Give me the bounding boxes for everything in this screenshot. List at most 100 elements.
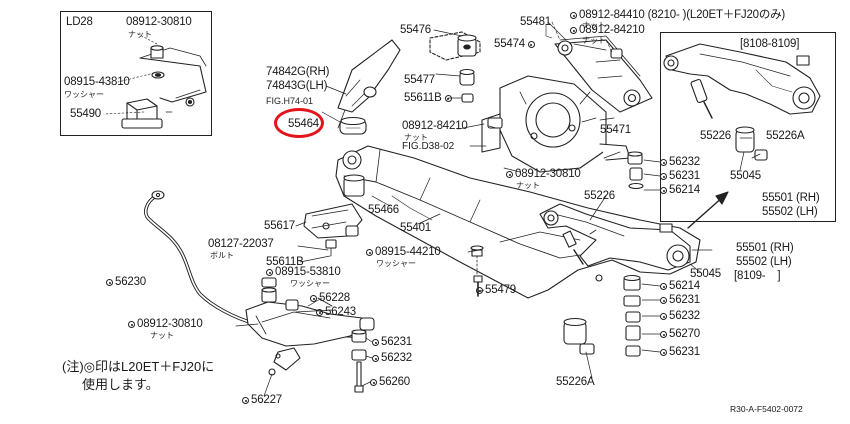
inset-part-55045: 55045 [730,170,761,182]
part-55501-main: 55501 (RH) [736,242,794,254]
crossmember-drawing [335,145,701,299]
marked-ring-icon [660,187,667,194]
marked-ring-icon [660,159,667,166]
ld28-inset-drawing [103,33,207,129]
marked-ring-icon [476,287,483,294]
part-56231-upper: 56231 [660,170,700,183]
part-08912-84210-lower: 08912-84210 [402,120,468,132]
arrow-head [715,191,729,205]
mount-stacks-drawing [351,151,644,393]
part-08127-22037-word: ボルト [210,251,234,260]
inset-part-55226: 55226 [700,130,731,142]
part-08912-84210-upper-word: ナット [582,36,606,45]
stabilizer-bar-drawing [144,190,375,376]
part-55502-main: 55502 (LH) [736,256,792,268]
part-56228: 56228 [310,292,350,305]
part-56260: 56260 [370,376,410,389]
marked-ring-icon [527,41,535,48]
reference-code: R30-A-F5402-0072 [730,404,803,414]
part-08915-53810: 08915-53810 [266,266,341,279]
part-74842g: 74842G(RH) [266,66,330,78]
inset-part-55502: 55502 (LH) [762,206,818,218]
part-56214-lower: 56214 [660,280,700,293]
part-08915-44210: 08915-44210 [366,246,441,259]
part-56231-lower-a: 56231 [660,294,700,307]
fig-h74-01: FIG.H74-01 [266,96,314,106]
inset-part-55226a: 55226A [766,130,805,142]
marked-ring-icon [660,313,667,320]
part-56227: 56227 [242,394,282,407]
part-08915-53810-word: ワッシャー [290,279,330,288]
marked-ring-icon [266,269,273,276]
ld28-mount-number: 55490 [70,108,101,120]
arrow-to-inset [687,195,725,229]
part-56232-center: 56232 [372,352,412,365]
marked-ring-icon [316,309,323,316]
marked-ring-icon [506,171,513,178]
marked-ring-icon [444,95,452,102]
ld28-inset-title: LD28 [66,16,93,28]
marked-ring-icon [660,331,667,338]
marked-ring-icon [128,321,135,328]
bracket-55617-drawing [303,203,363,257]
marked-ring-icon [106,279,113,286]
inset-8108-frame [660,32,836,222]
marked-ring-icon [660,297,667,304]
leader-lines [235,21,761,397]
ld28-nut-number: 08912-30810 [126,16,192,28]
part-55477: 55477 [404,74,435,86]
marked-ring-icon [660,173,667,180]
marked-ring-icon [570,27,577,34]
part-08912-30810-lower-word: ナット [150,331,174,340]
part-55226: 55226 [584,190,615,202]
marked-ring-icon [660,283,667,290]
inset-arm-drawing [663,43,821,161]
marked-ring-icon [372,355,379,362]
ld28-washer-word: ワッシャー [64,90,104,99]
footnote-line-2: 使用します。 [82,377,159,392]
ld28-inset-frame [60,11,212,136]
part-55045-main: 55045 [690,268,721,280]
part-56243: 56243 [316,306,356,319]
footnote-line-1: (注)◎印はL20ET＋FJ20に [62,359,215,374]
marked-ring-icon [242,397,249,404]
part-55401: 55401 [400,222,431,234]
part-56230: 56230 [106,276,146,289]
part-55466: 55466 [368,204,399,216]
highlight-circle-55464 [274,108,324,138]
part-08127-22037: 08127-22037 [208,238,274,250]
part-55226a-main: 55226A [556,376,595,388]
part-55611b-lower: 55611B [266,256,304,268]
part-56232-upper: 56232 [660,156,700,169]
part-08912-30810-mid-word: ナット [516,181,540,190]
marked-ring-icon [570,12,577,19]
part-55476: 55476 [400,24,431,36]
inset-part-55501: 55501 (RH) [762,192,820,204]
ld28-nut-word: ナット [128,30,152,39]
lower-arm-drawing [539,203,691,271]
part-08912-84410-word: ナット [582,21,606,30]
part-08912-84210-upper: 08912-84210 [570,24,645,37]
part-56270: 56270 [660,328,700,341]
inset-8108-title: [8108-8109] [740,38,800,50]
part-55617: 55617 [264,220,295,232]
marked-ring-icon [366,249,373,256]
marked-ring-icon [660,349,667,356]
part-08912-84210-lower-word: ナット [404,133,428,142]
part-55471: 55471 [600,124,631,136]
part-56214-upper: 56214 [660,184,700,197]
part-55479: 55479 [476,284,516,297]
part-8109-range: [8109- ] [734,270,781,282]
part-08912-84410: 08912-84410 (8210- )(L20ET＋FJ20のみ) [570,9,785,22]
part-56232-lower: 56232 [660,310,700,323]
part-74843g: 74843G(LH) [266,80,328,92]
part-55474: 55474 [494,38,537,51]
bolt-55479-drawing [470,245,484,297]
marked-ring-icon [310,295,317,302]
part-56231-center: 56231 [372,336,412,349]
marked-ring-icon [372,339,379,346]
bracket-drawing [337,39,401,135]
part-08912-30810-lower: 08912-30810 [128,318,203,331]
